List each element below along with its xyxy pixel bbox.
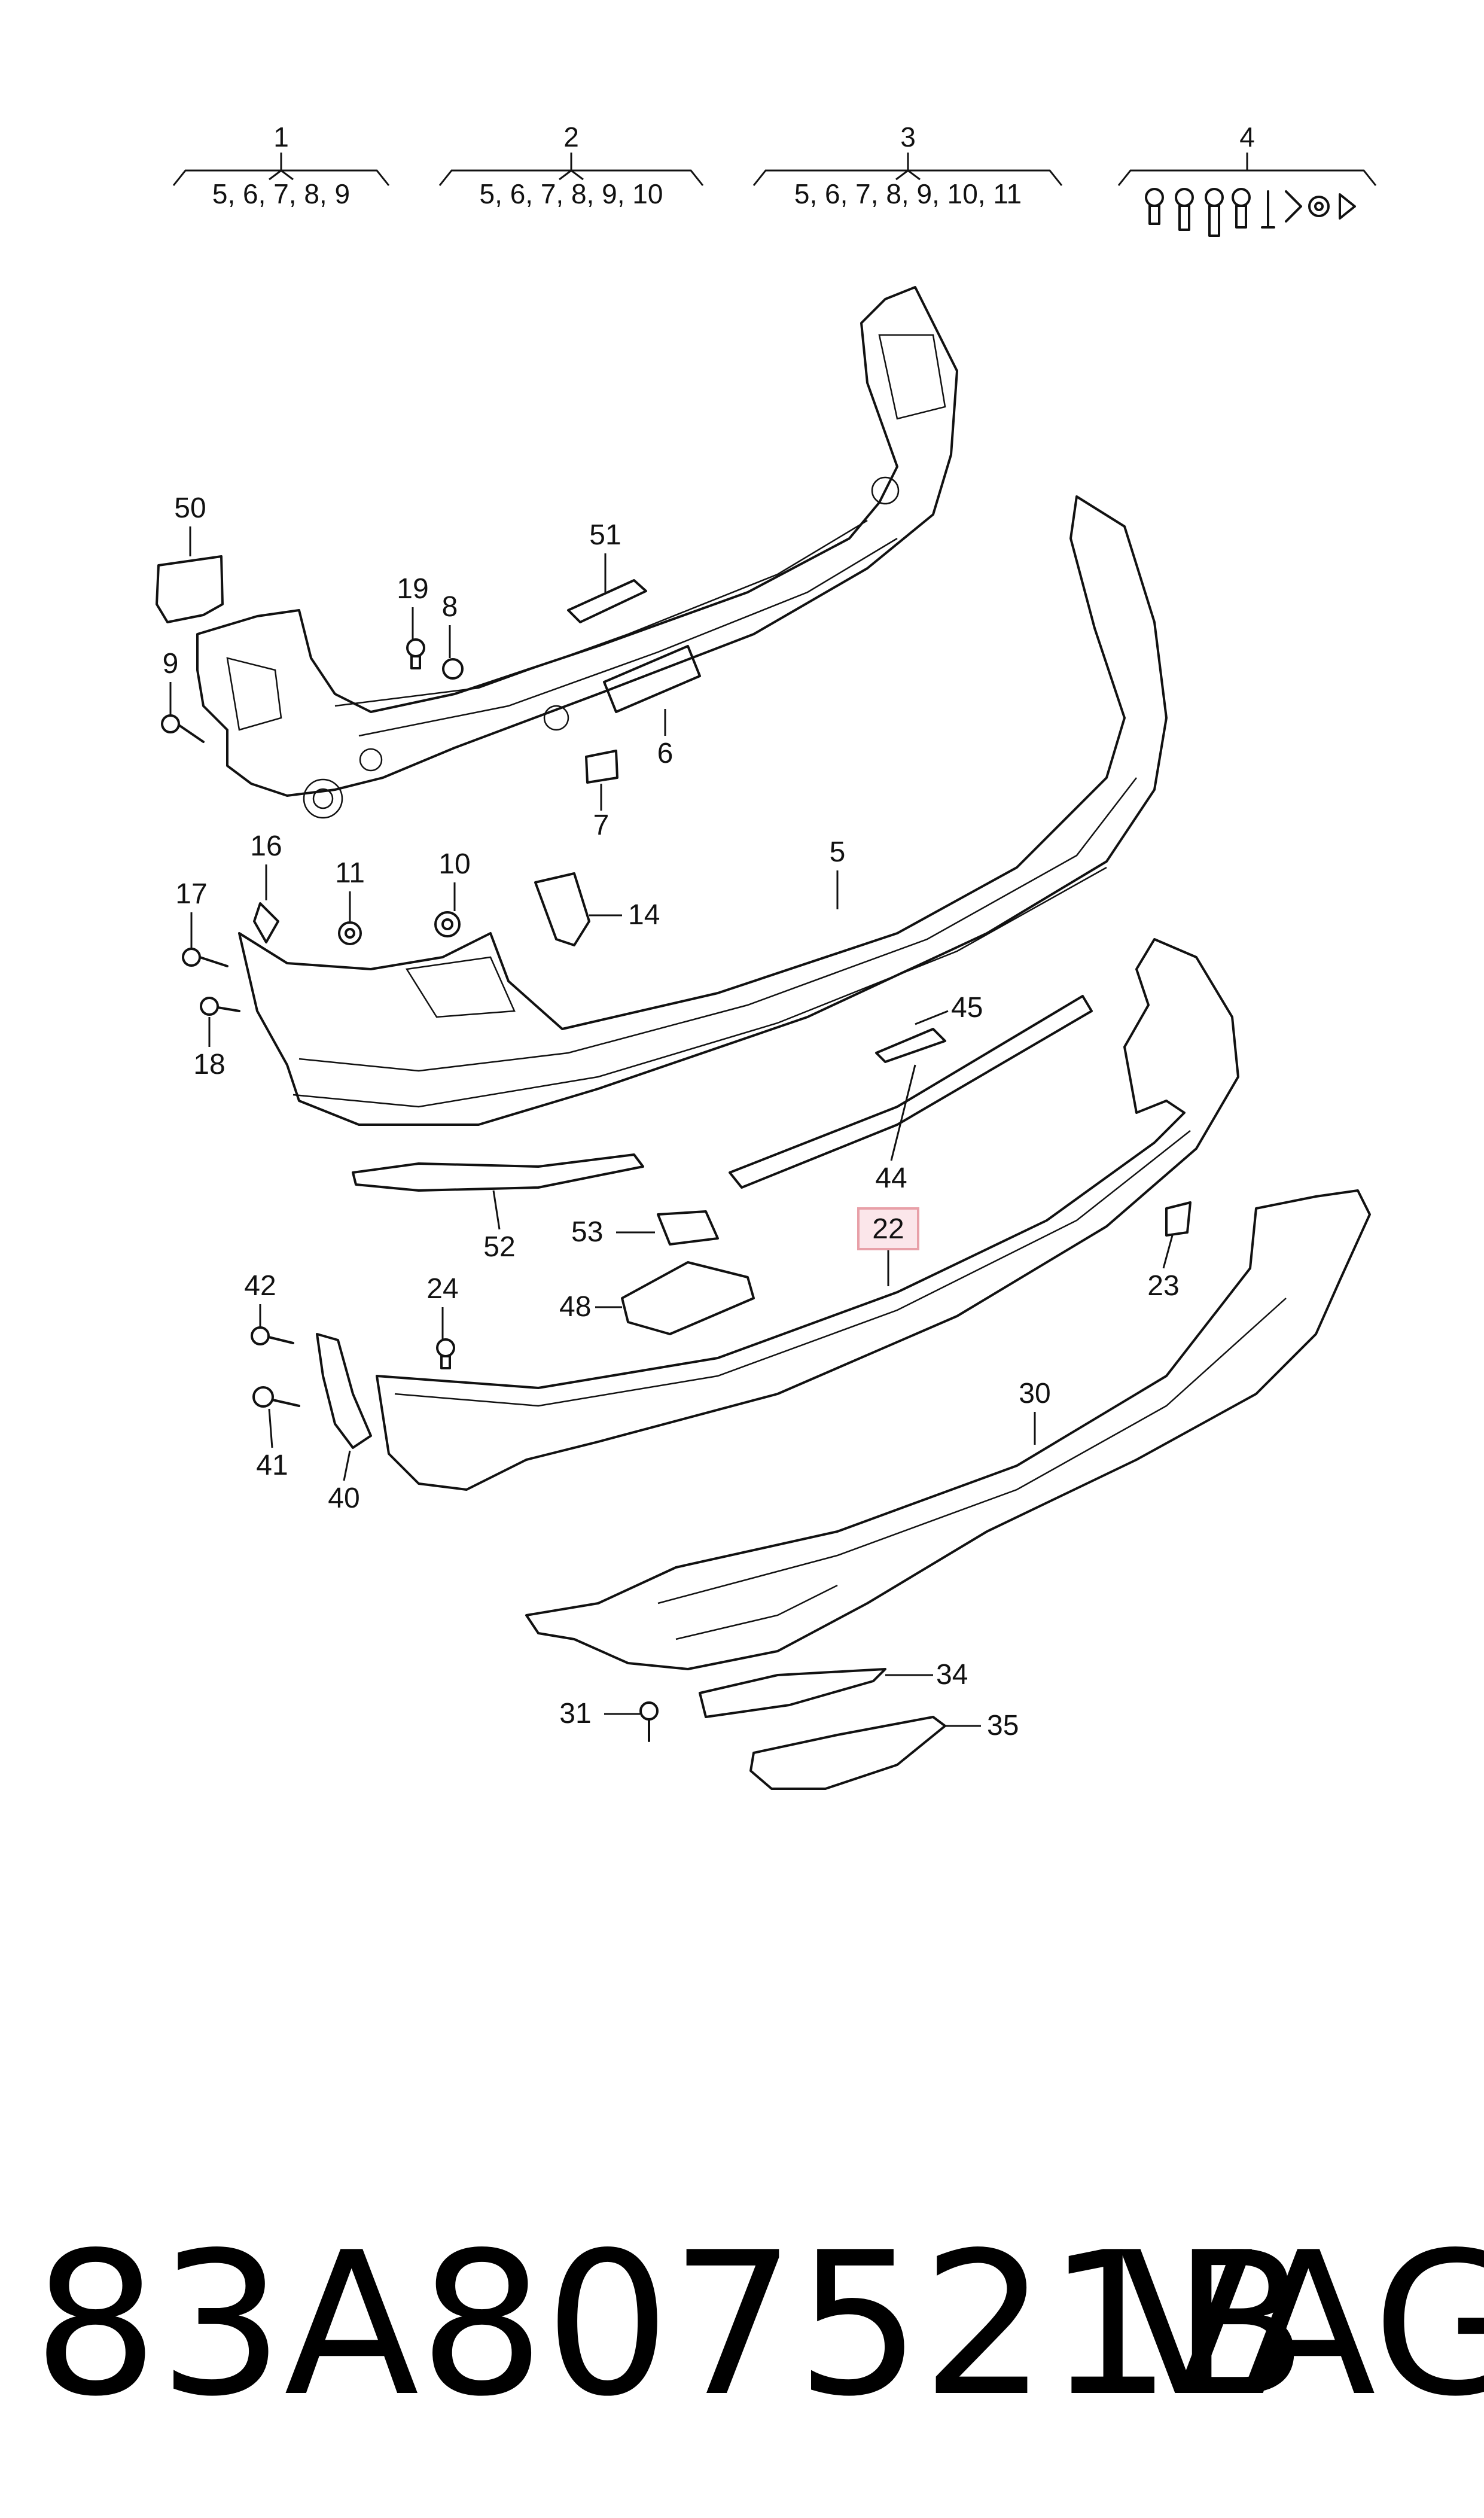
- lower-valance: [376, 938, 1239, 1491]
- group-1-items: 5, 6, 7, 8, 9: [212, 178, 350, 209]
- part-53: [657, 1210, 719, 1246]
- callout-51: 51: [589, 519, 621, 551]
- callout-8: 8: [442, 591, 458, 623]
- callout-17: 17: [175, 878, 207, 910]
- diffuser: [525, 1189, 1371, 1670]
- callout-40: 40: [328, 1482, 359, 1514]
- fastener-set-icon: [1145, 188, 1356, 237]
- group-1: 1 5, 6, 7, 8, 9: [172, 121, 390, 209]
- bumper-cover: [238, 495, 1168, 1126]
- callout-50: 50: [174, 492, 206, 524]
- callout-30: 30: [1019, 1378, 1050, 1409]
- group-3: 3 5, 6, 7, 8, 9, 10, 11: [752, 121, 1063, 209]
- callouts: 50 51 19 8 9 6 7 5 16 17 11 10 14 18 45 …: [163, 492, 1180, 1741]
- group-3-number: 3: [900, 121, 916, 153]
- part-51: [567, 579, 647, 623]
- footer: 83A807521B VAG: [33, 2210, 1484, 2440]
- group-1-number: 1: [273, 121, 289, 153]
- callout-53: 53: [571, 1216, 603, 1248]
- callout-44: 44: [875, 1162, 907, 1194]
- callout-48: 48: [559, 1291, 591, 1323]
- callout-23: 23: [1147, 1270, 1179, 1302]
- callout-31: 31: [559, 1698, 591, 1730]
- callout-35: 35: [987, 1710, 1019, 1741]
- callout-34: 34: [936, 1659, 968, 1691]
- part-50: [156, 555, 224, 623]
- callout-22: 22: [872, 1213, 904, 1245]
- part-14: [534, 872, 590, 946]
- callout-6: 6: [657, 738, 674, 769]
- fasteners-small: [161, 638, 464, 1016]
- callout-24: 24: [426, 1273, 458, 1305]
- callout-41: 41: [256, 1450, 288, 1481]
- part-45: [875, 1028, 946, 1063]
- callout-7: 7: [593, 809, 610, 841]
- group-3-items: 5, 6, 7, 8, 9, 10, 11: [794, 178, 1022, 209]
- callout-52: 52: [483, 1231, 515, 1263]
- fastener-31: [639, 1701, 659, 1742]
- callout-11: 11: [335, 857, 365, 889]
- callout-22-highlight: [857, 1207, 919, 1250]
- part-44: [729, 995, 1093, 1189]
- part-23: [1165, 1201, 1192, 1237]
- part-6: [603, 645, 701, 713]
- group-2: 2 5, 6, 7, 8, 9, 10: [438, 121, 704, 209]
- callout-16: 16: [250, 830, 282, 862]
- callout-10: 10: [438, 848, 470, 880]
- callout-5: 5: [830, 836, 846, 868]
- part-7: [585, 750, 618, 784]
- part-52: [352, 1153, 644, 1192]
- callout-19: 19: [397, 573, 428, 605]
- bumper-carrier: [196, 286, 958, 819]
- group-4-number: 4: [1239, 121, 1255, 153]
- part-48: [621, 1261, 755, 1335]
- group-4: 4: [1117, 121, 1377, 237]
- part-number: 83A807521B: [33, 2210, 1308, 2440]
- fasteners-lower: [251, 1326, 455, 1408]
- callout-45: 45: [951, 992, 983, 1024]
- brand-name: VAG: [1119, 2210, 1484, 2440]
- part-40: [316, 1333, 372, 1449]
- part-35: [749, 1716, 946, 1790]
- callout-9: 9: [163, 648, 179, 680]
- callout-18: 18: [193, 1049, 225, 1080]
- group-2-number: 2: [563, 121, 579, 153]
- part-34: [699, 1668, 886, 1718]
- group-2-items: 5, 6, 7, 8, 9, 10: [480, 178, 663, 209]
- callout-42: 42: [244, 1270, 276, 1302]
- callout-14: 14: [628, 899, 660, 931]
